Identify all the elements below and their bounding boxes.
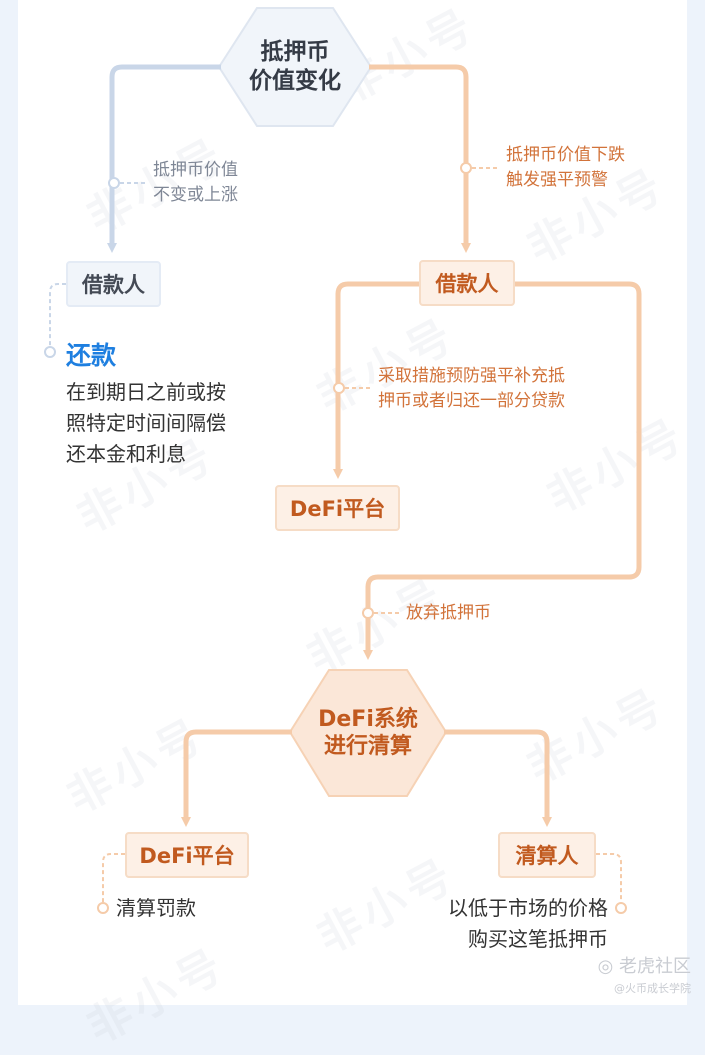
node-defi-system-liquidation: DeFi系统 进行清算 <box>318 706 418 760</box>
node-defi-platform-middle: DeFi平台 <box>275 485 400 531</box>
repay-description: 在到期日之前或按 照特定时间间隔偿 还本金和利息 <box>66 380 226 466</box>
node-defi-platform-bottom: DeFi平台 <box>125 832 249 878</box>
node-borrower-left: 借款人 <box>66 261 161 307</box>
edge-label-abandon: 放弃抵押币 <box>406 603 491 623</box>
footer-source: @火币成长学院 <box>614 982 691 995</box>
outcome-liquidator-purchase: 以低于市场的价格 购买这笔抵押币 <box>448 896 608 951</box>
node-borrower-right: 借款人 <box>419 260 515 306</box>
edge-label-drop-warning: 抵押币价值下跌 触发强平预警 <box>506 145 625 190</box>
node-liquidator: 清算人 <box>498 832 596 878</box>
footer-brand: ◎ 老虎社区 <box>597 956 691 977</box>
outcome-penalty: 清算罚款 <box>116 896 196 920</box>
flow-connectors <box>44 7 642 914</box>
edge-label-take-measures: 采取措施预防强平补充抵 押币或者归还一部分贷款 <box>378 366 565 411</box>
node-collateral-value-change: 抵押币 价值变化 <box>249 39 341 94</box>
tiger-logo-icon: ◎ <box>597 956 619 977</box>
edge-label-unchanged: 抵押币价值 不变或上涨 <box>153 160 238 205</box>
repay-title: 还款 <box>66 341 117 370</box>
